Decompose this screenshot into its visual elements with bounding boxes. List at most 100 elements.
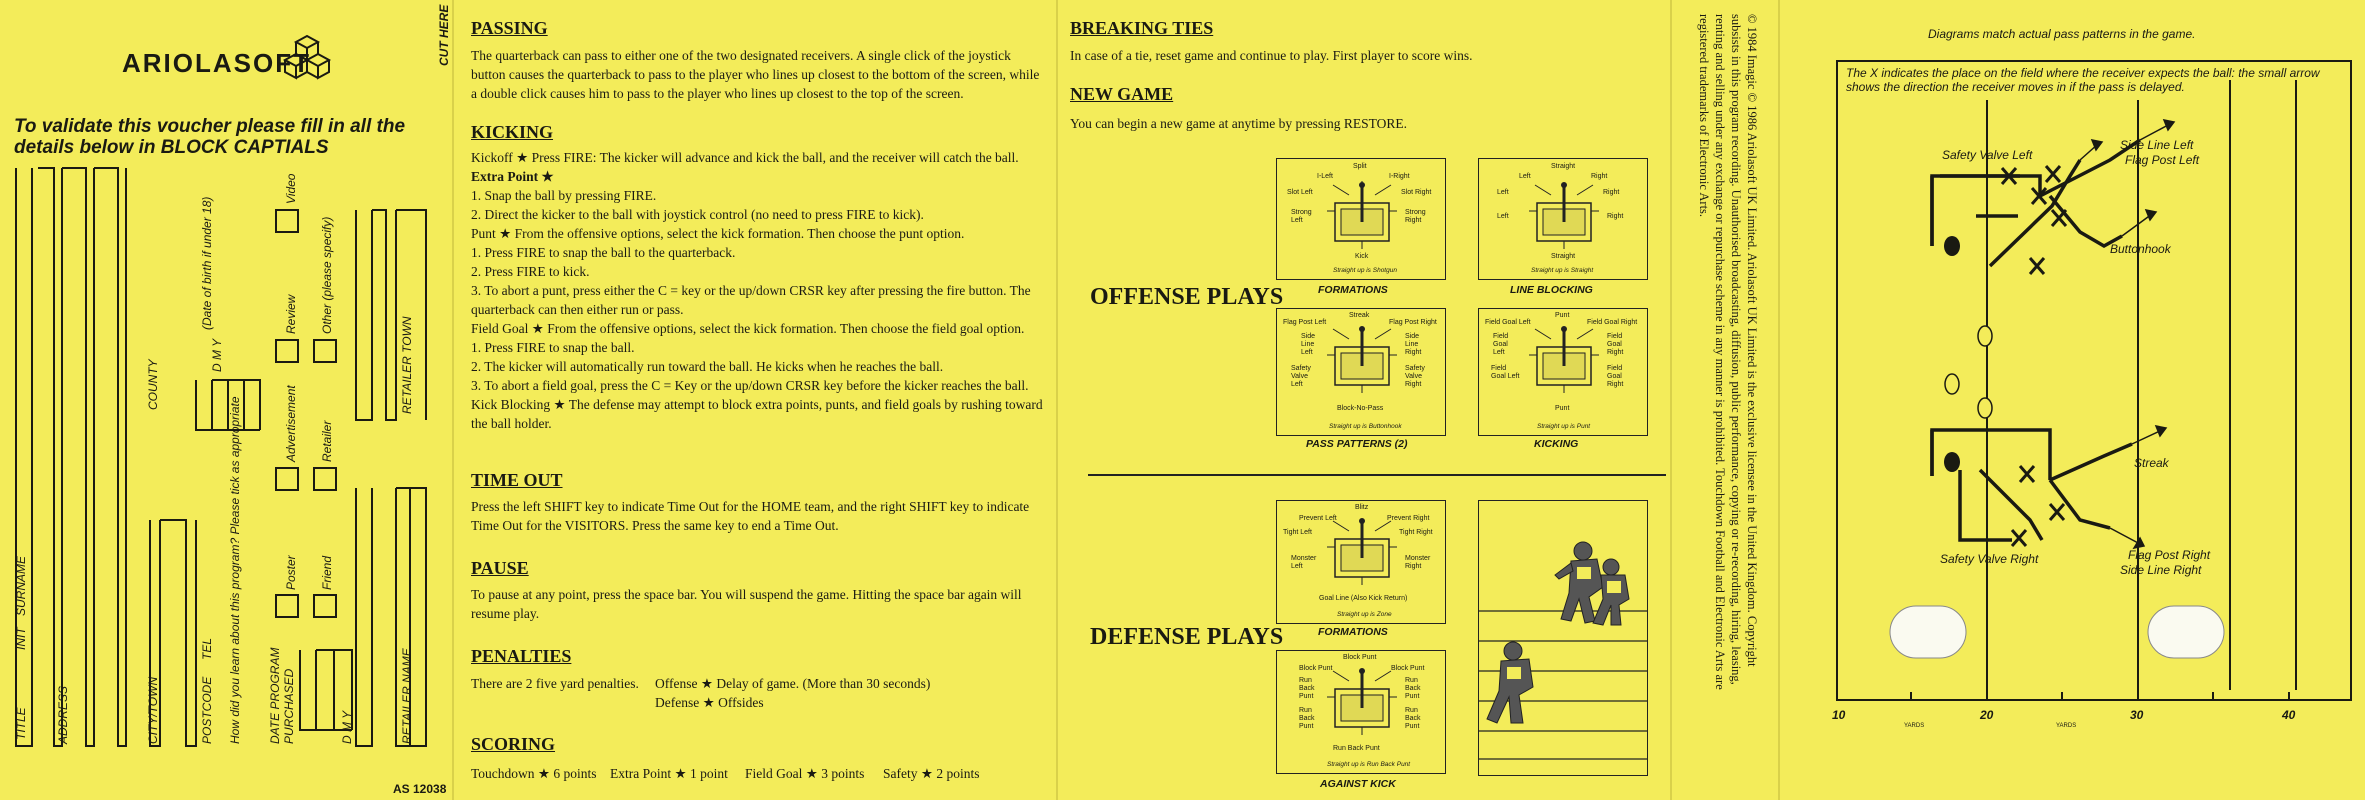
route-label: Streak <box>2134 456 2169 470</box>
diagram-label: Block Punt <box>1299 665 1333 672</box>
diagram-label: Slot Right <box>1401 189 1432 196</box>
diagram-label: Flag Post Right <box>1389 319 1437 326</box>
against-kick-diagram: Block Punt Block Punt Block Punt Run Bac… <box>1276 650 1446 774</box>
field-panel: Diagrams match actual pass patterns in t… <box>1780 0 2365 800</box>
kicking-line: Extra Point ★ <box>471 169 554 184</box>
penalties-heading: PENALTIES <box>471 646 572 666</box>
defense-formations-diagram: Blitz Prevent Left Prevent Right Tight L… <box>1276 500 1446 624</box>
pause-text: To pause at any point, press the space b… <box>471 587 1022 621</box>
voucher-code: AS 12038 <box>393 782 447 796</box>
kicking-line: Punt ★ From the offensive options, selec… <box>471 226 965 241</box>
diagram-label: Right <box>1607 213 1624 220</box>
route-label: Side Line Left <box>2120 138 2194 152</box>
diagram-subtitle: Straight up is Punt <box>1537 423 1591 430</box>
surname-label: SURNAME <box>14 555 28 616</box>
postcode-label: POSTCODE <box>200 676 214 744</box>
retailer-town-label: RETAILER TOWN <box>400 316 414 414</box>
offense-plays-heading: OFFENSE PLAYS <box>1090 284 1284 310</box>
line-blocking-diagram: Straight Left Right Left Right Left Righ… <box>1478 158 1648 280</box>
diagram-label: Left <box>1519 173 1531 180</box>
other-label: Other (please specify) <box>320 216 334 334</box>
cut-here-label: CUT HERE <box>437 4 450 66</box>
diagram-label: Field Goal Right <box>1607 365 1624 388</box>
diagram-label: Punt <box>1555 312 1570 319</box>
route-label: Buttonhook <box>2110 242 2171 256</box>
diagram-subtitle: Straight up is Zone <box>1337 611 1392 618</box>
kicking-caption: KICKING <box>1534 438 1579 450</box>
timeout-heading: TIME OUT <box>471 470 563 490</box>
route-label: Safety Valve Right <box>1940 552 2039 566</box>
diagram-label: Punt <box>1555 405 1570 412</box>
diagram-label: Prevent Left <box>1299 515 1337 522</box>
diagram-label: Block Punt <box>1391 665 1425 672</box>
kicking-line: 3. To abort a punt, press either the C =… <box>471 283 1031 317</box>
yard-number: 20 <box>1980 708 1994 722</box>
diagram-label: Monster Right <box>1405 555 1431 570</box>
retailer-label: Retailer <box>320 420 334 462</box>
diagram-label: Run Back Punt <box>1405 707 1421 730</box>
diagram-label: Goal Line (Also Kick Return) <box>1319 595 1408 602</box>
county-label: COUNTY <box>146 359 160 410</box>
voucher-instruction: To validate this voucher please fill in … <box>14 116 406 158</box>
fold-line <box>1778 0 1780 800</box>
dob-label: (Date of birth if under 18) <box>200 196 214 330</box>
against-kick-caption: AGAINST KICK <box>1320 778 1396 790</box>
tel-label: TEL <box>200 637 214 660</box>
formations-diagram: Split I-Left I-Right Slot Left Slot Righ… <box>1276 158 1446 280</box>
diagram-label: Field Goal Left <box>1493 333 1509 356</box>
learn-label: How did you learn about this program? Pl… <box>228 396 242 744</box>
joystick-icon <box>1529 326 1599 393</box>
diagram-subtitle: Straight up is Shotgun <box>1333 267 1397 274</box>
joystick-icon <box>1327 668 1397 735</box>
diagram-label: Side Line Right <box>1405 333 1422 356</box>
kicking-diagram: Punt Field Goal Left Field Goal Right Fi… <box>1478 308 1648 436</box>
penalties-lead: There are 2 five yard penalties. <box>471 676 639 691</box>
diagram-label: Run Back Punt <box>1405 677 1421 700</box>
kicking-line: Field Goal ★ From the offensive options,… <box>471 321 1025 336</box>
diagram-label: Prevent Right <box>1387 515 1430 522</box>
diagram-subtitle: Straight up is Buttonhook <box>1329 423 1402 430</box>
pass-patterns-diagram: Streak Flag Post Left Flag Post Right Si… <box>1276 308 1446 436</box>
diagram-label: Slot Left <box>1287 189 1313 196</box>
scoring-item: Extra Point ★ 1 point <box>610 766 728 781</box>
kicking-line: Kickoff ★ Press FIRE: The kicker will ad… <box>471 150 1019 165</box>
video-label: Video <box>284 173 298 204</box>
date-program-label: DATE PROGRAM <box>268 647 282 744</box>
diagram-label: Block-No-Pass <box>1337 405 1384 412</box>
pass-patterns-caption: PASS PATTERNS (2) <box>1306 438 1408 450</box>
new-game-text: You can begin a new game at anytime by p… <box>1070 116 1407 131</box>
yard-number: 40 <box>2282 708 2296 722</box>
fold-line <box>452 0 454 800</box>
timeout-text: Press the left SHIFT key to indicate Tim… <box>471 499 1030 533</box>
diagram-label: Run Back Punt <box>1333 745 1380 752</box>
dmy2-label: D M Y <box>340 710 354 744</box>
title-label: TITLE <box>14 707 28 740</box>
diagram-label: Straight <box>1551 163 1576 170</box>
voucher-panel: ARIOLASOFT To validate this voucher plea… <box>0 0 450 800</box>
scoring-item: Touchdown ★ 6 points <box>471 766 597 781</box>
legal-panel: © 1984 Imagic © 1986 Ariolasoft UK Limit… <box>1672 0 1777 800</box>
diagram-label: Left <box>1497 189 1509 196</box>
diagram-note: Diagrams match actual pass patterns in t… <box>1928 27 2196 41</box>
route-label: Safety Valve Left <box>1942 148 2033 162</box>
section-divider <box>1088 474 1666 476</box>
new-game-heading: NEW GAME <box>1070 84 1174 104</box>
defense-plays-heading: DEFENSE PLAYS <box>1090 624 1284 650</box>
kicking-line: 1. Snap the ball by pressing FIRE. <box>471 188 657 203</box>
diagram-label: Flag Post Left <box>1283 319 1327 326</box>
kicking-line: 2. Direct the kicker to the ball with jo… <box>471 207 924 222</box>
review-label: Review <box>284 294 298 334</box>
kicking-line: 3. To abort a field goal, press the C = … <box>471 378 1029 393</box>
diagram-label: Block Punt <box>1343 654 1377 661</box>
fold-line <box>1670 0 1672 800</box>
defense-formations-caption: FORMATIONS <box>1318 626 1388 638</box>
retailer-name-label: RETAILER NAME <box>400 648 414 744</box>
kicking-text: Kickoff ★ Press FIRE: The kicker will ad… <box>471 148 1046 433</box>
diagram-label: Field Goal Left <box>1491 365 1520 380</box>
kicking-line: 2. The kicker will automatically run tow… <box>471 359 944 374</box>
diagram-label: Blitz <box>1355 504 1369 511</box>
plays-panel: BREAKING TIES In case of a tie, reset ga… <box>1058 0 1668 800</box>
diagram-label: Right <box>1603 189 1620 196</box>
diagram-label: Streak <box>1349 312 1370 319</box>
